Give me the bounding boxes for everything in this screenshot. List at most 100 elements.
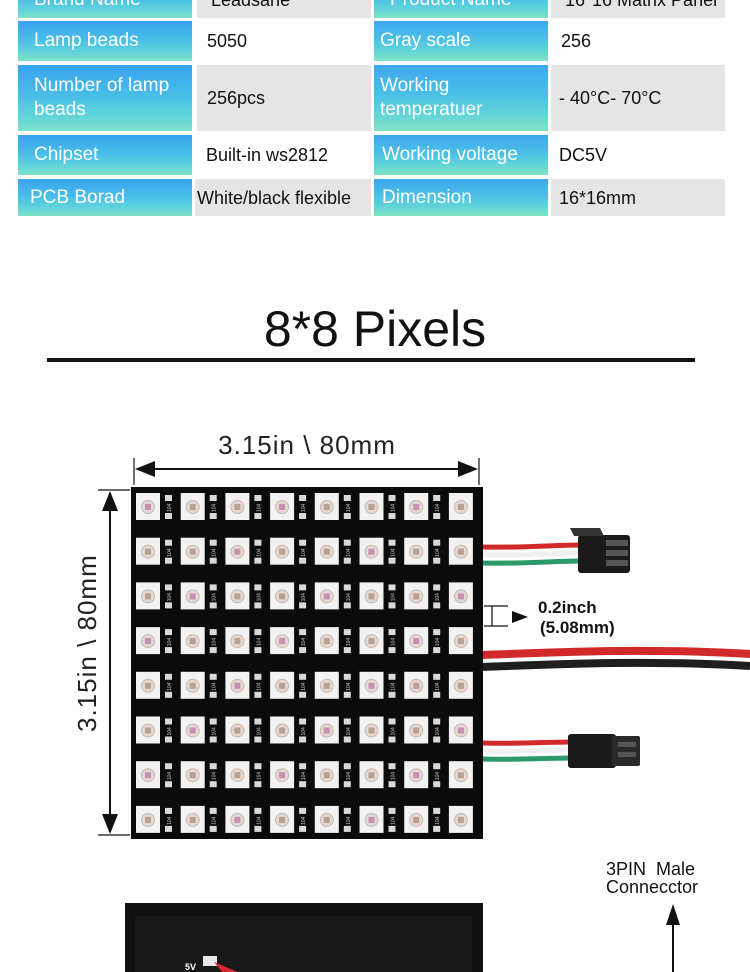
capacitor-marking: 104	[212, 772, 218, 781]
led-pixel	[136, 493, 160, 520]
capacitor-marking: 104	[391, 816, 397, 825]
capacitor-marking: 104	[346, 548, 352, 557]
led-pixel	[404, 671, 429, 699]
led-pixel	[180, 582, 205, 610]
capacitor-marking: 104	[301, 772, 307, 781]
spec-value: Leadsane	[197, 0, 371, 18]
capacitor: 104	[343, 673, 352, 698]
spec-label: Working temperatuer	[374, 65, 548, 131]
led-pixel	[225, 627, 250, 655]
capacitor-marking: 104	[301, 682, 307, 691]
capacitor: 104	[343, 495, 352, 519]
capacitor-marking: 104	[256, 638, 262, 647]
pitch-mm-label: (5.08mm)	[540, 618, 615, 637]
led-pixel	[180, 716, 205, 744]
capacitor: 104	[209, 629, 218, 654]
capacitor-marking: 104	[301, 727, 307, 736]
spec-table: Brand Name Leadsane Product Name 16*16 M…	[0, 0, 750, 230]
capacitor-marking: 104	[346, 503, 352, 512]
capacitor: 104	[388, 673, 397, 698]
led-pixel	[448, 716, 473, 744]
capacitor-marking: 104	[435, 682, 441, 691]
led-pixel	[225, 761, 250, 789]
led-pixel	[359, 537, 384, 565]
capacitor: 104	[165, 539, 173, 564]
capacitor-marking: 104	[391, 503, 397, 512]
spec-value: 256pcs	[197, 65, 371, 131]
capacitor: 104	[209, 763, 218, 788]
spec-value: - 40°C- 70°C	[551, 65, 725, 131]
capacitor-marking: 104	[346, 682, 352, 691]
capacitor: 104	[388, 629, 397, 654]
capacitor: 104	[299, 584, 307, 609]
capacitor-marking: 104	[256, 772, 262, 781]
capacitor: 104	[299, 495, 307, 519]
capacitor: 104	[433, 629, 441, 654]
input-wires	[481, 542, 583, 566]
capacitor-marking: 104	[167, 593, 173, 602]
capacitor-marking: 104	[435, 503, 441, 512]
capacitor: 104	[254, 629, 262, 654]
capacitor-marking: 104	[346, 593, 352, 602]
capacitor-marking: 104	[212, 816, 218, 825]
capacitor-marking: 104	[212, 593, 218, 602]
capacitor: 104	[388, 807, 397, 832]
capacitor: 104	[299, 539, 307, 564]
led-pixel	[448, 537, 473, 565]
capacitor: 104	[433, 495, 441, 519]
led-pixel	[225, 671, 250, 699]
led-pixel	[136, 761, 160, 789]
led-pixel	[136, 716, 160, 744]
spec-value: 5050	[197, 21, 371, 61]
spec-value: White/black flexible	[195, 179, 371, 216]
led-pixel	[359, 671, 384, 699]
capacitor: 104	[209, 584, 218, 609]
capacitor-marking: 104	[256, 682, 262, 691]
capacitor: 104	[388, 763, 397, 788]
led-pixel	[225, 716, 250, 744]
capacitor: 104	[165, 584, 173, 609]
capacitor: 104	[165, 763, 173, 788]
led-pixel	[314, 805, 339, 833]
led-pixel	[225, 493, 250, 520]
capacitor: 104	[209, 539, 218, 564]
led-pixel	[404, 627, 429, 655]
led-pixel	[225, 537, 250, 565]
capacitor: 104	[165, 807, 173, 832]
led-pixel	[180, 493, 205, 520]
led-pixel	[314, 716, 339, 744]
capacitor: 104	[388, 718, 397, 743]
spec-label: Brand Name	[18, 0, 192, 18]
capacitor-marking: 104	[301, 816, 307, 825]
led-grid: 104 104 104 104 104 104 104 104 104 104 104 104 104 1…	[136, 493, 473, 833]
capacitor: 104	[254, 673, 262, 698]
capacitor-marking: 104	[346, 816, 352, 825]
capacitor: 104	[433, 718, 441, 743]
capacitor-marking: 104	[391, 548, 397, 557]
section-title: 8*8 Pixels	[263, 301, 487, 357]
led-pixel	[270, 716, 295, 744]
capacitor: 104	[299, 718, 307, 743]
spec-value: 16*16mm	[551, 179, 725, 216]
capacitor-marking: 104	[301, 593, 307, 602]
led-pixel	[404, 537, 429, 565]
capacitor: 104	[388, 495, 397, 519]
led-pixel	[404, 582, 429, 610]
capacitor-marking: 104	[301, 638, 307, 647]
spec-value: DC5V	[551, 135, 725, 175]
height-dimension-label: 3.15in \ 80mm	[72, 554, 102, 732]
led-pixel	[270, 537, 295, 565]
capacitor: 104	[209, 495, 218, 519]
spec-label: Chipset	[18, 135, 192, 175]
capacitor-marking: 104	[435, 548, 441, 557]
capacitor: 104	[343, 718, 352, 743]
capacitor-marking: 104	[256, 548, 262, 557]
capacitor: 104	[343, 539, 352, 564]
capacitor: 104	[165, 718, 173, 743]
led-pixel	[448, 493, 473, 520]
led-pixel	[180, 671, 205, 699]
spec-label: Lamp beads	[18, 21, 192, 61]
led-pixel	[448, 582, 473, 610]
led-pixel	[180, 627, 205, 655]
spec-value: 256	[551, 21, 725, 61]
